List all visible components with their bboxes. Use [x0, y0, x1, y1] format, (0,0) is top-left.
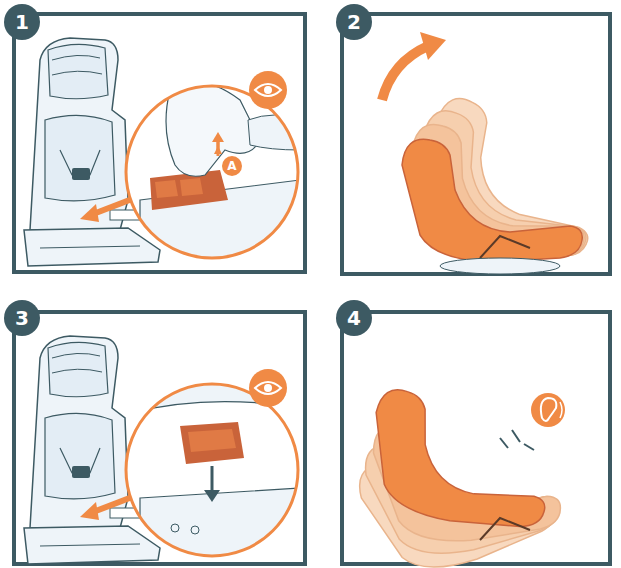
step-number-text: 3 [15, 308, 29, 328]
seat-illustration [24, 336, 300, 564]
step-number: 3 [4, 300, 40, 336]
seat-recline-illustration [382, 32, 617, 274]
step-number: 2 [336, 4, 372, 40]
magnifier [126, 71, 300, 260]
seat-upright-illustration [353, 387, 565, 568]
step-number: 1 [4, 4, 40, 40]
step-number-text: 4 [347, 308, 361, 328]
callout-letter: A [222, 156, 242, 176]
step-number: 4 [336, 300, 372, 336]
panel-frame [14, 14, 610, 564]
step-number-text: 1 [15, 12, 29, 32]
step-number-text: 2 [347, 12, 361, 32]
callout-letter-text: A [227, 160, 236, 172]
